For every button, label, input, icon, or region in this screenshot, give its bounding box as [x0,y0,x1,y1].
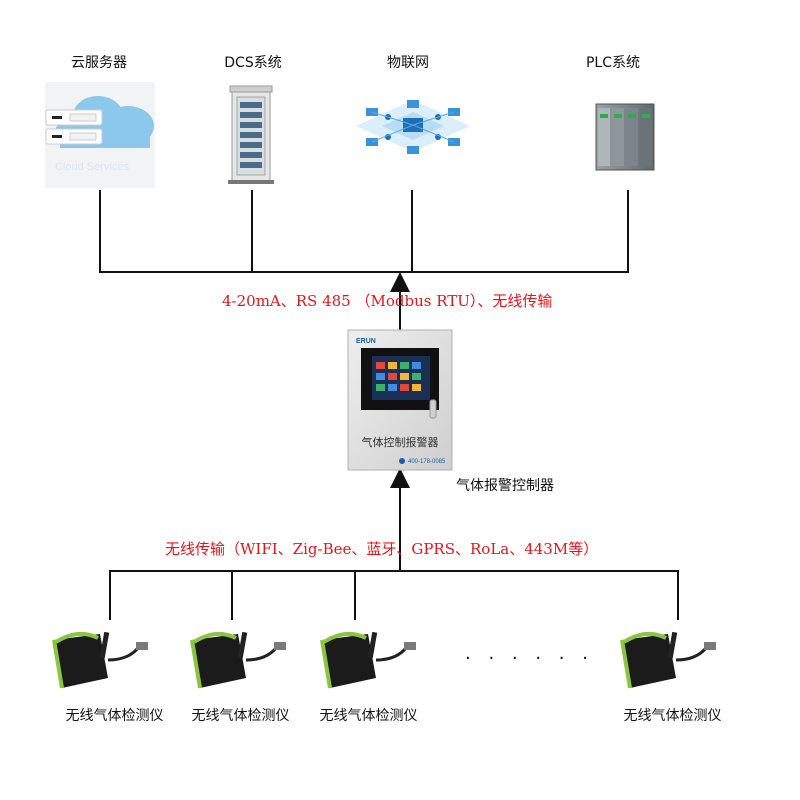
connector-lines [99,190,679,620]
iot-network-icon [356,100,470,154]
lower-link-label: 无线传输（WIFI、Zig-Bee、蓝牙、GPRS、RoLa、443M等） [165,540,599,558]
upper-link-label: 4-20mA、RS 485 （Modbus RTU）、无线传输 [222,292,553,310]
controller-phone: 400-178-0085 [408,459,446,465]
top-label-iot: 物联网 [387,55,429,71]
detector-icon-2 [190,631,286,689]
controller-panel-text: 气体控制报警器 [362,435,439,449]
controller-lock [429,399,437,419]
detector-icon-4 [620,631,716,689]
top-label-dcs: DCS系统 [224,55,282,71]
detector-label-1: 无线气体检测仪 [65,708,164,724]
dcs-cabinet-icon [228,85,274,184]
gas-alarm-controller: ERUN 气体控制报警器 400-178-0085 [347,329,453,471]
detector-ellipsis: · · · · · · [465,648,594,669]
cloud-server-icon: Cloud Services [45,82,155,188]
controller-caption: 气体报警控制器 [456,478,554,494]
plc-module-icon [595,103,655,171]
detector-label-4: 无线气体检测仪 [623,708,722,724]
controller-brand: ERUN [356,338,376,345]
cloud-overlay-text: Cloud Services [55,161,129,173]
detector-label-3: 无线气体检测仪 [319,708,418,724]
top-label-cloud: 云服务器 [71,55,127,71]
detector-icon-3 [320,631,416,689]
detector-icon-1 [52,631,148,689]
top-label-plc: PLC系统 [585,55,641,71]
phone-icon [399,458,405,464]
detector-label-2: 无线气体检测仪 [191,708,290,724]
